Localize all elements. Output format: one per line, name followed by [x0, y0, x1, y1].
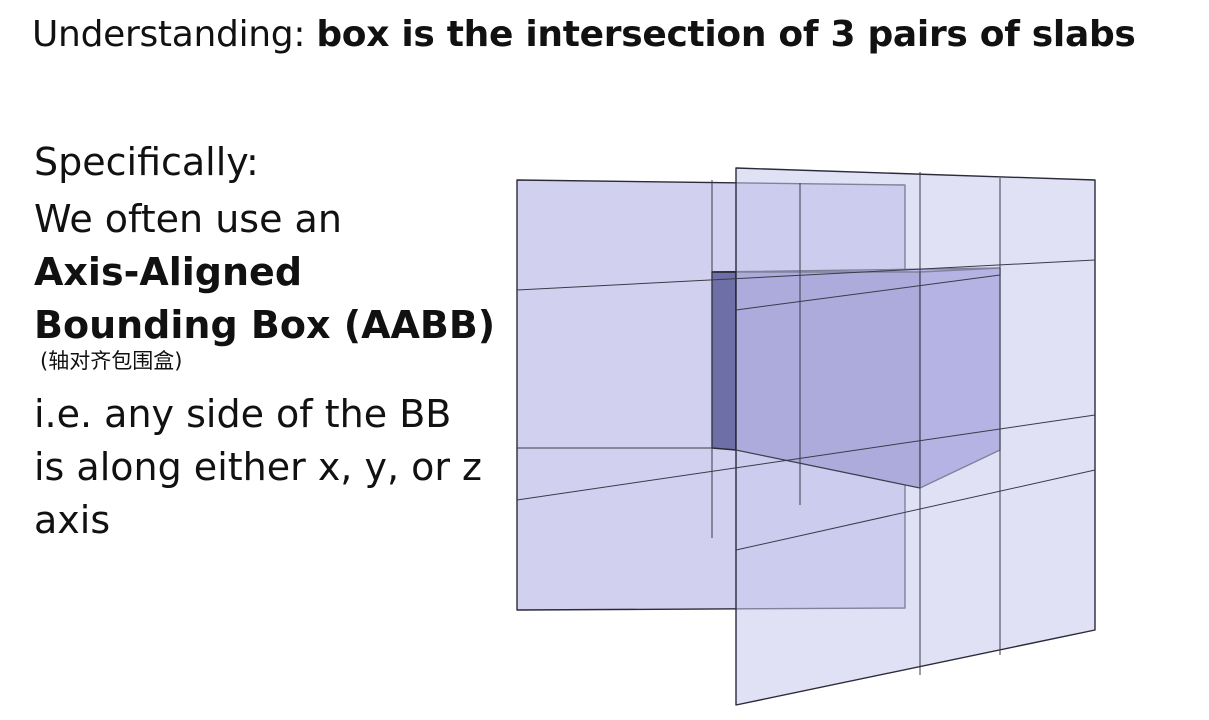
aabb-term-line1: Axis-Aligned: [34, 250, 303, 294]
intro-text: We often use an: [34, 197, 342, 241]
grid-line: [516, 259, 1096, 291]
slab-diagram-svg: [516, 167, 1096, 706]
description-line2: is along either x, y, or z: [34, 445, 483, 489]
grid-line: [735, 449, 921, 489]
box-left-face: [711, 271, 737, 451]
slide-title: Understanding: box is the intersection o…: [32, 14, 1136, 55]
title-bold: box is the intersection of 3 pairs of sl…: [316, 14, 1136, 55]
aabb-term-line2: Bounding Box (AABB): [34, 303, 496, 347]
grid-line: [735, 469, 1096, 551]
slab-intersection-diagram: [500, 150, 1120, 715]
left-text-block: Specifically: We often use an Axis-Align…: [34, 136, 504, 547]
chinese-translation: (轴对齐包围盒): [40, 349, 183, 373]
grid-line: [735, 274, 1001, 311]
title-prefix: Understanding:: [32, 14, 317, 55]
grid-line: [516, 414, 1096, 501]
slab-front-right: [735, 167, 1096, 706]
specifically-text: Specifically:: [34, 140, 259, 184]
description-line3: axis: [34, 498, 111, 542]
description-line1: i.e. any side of the BB: [34, 392, 452, 436]
